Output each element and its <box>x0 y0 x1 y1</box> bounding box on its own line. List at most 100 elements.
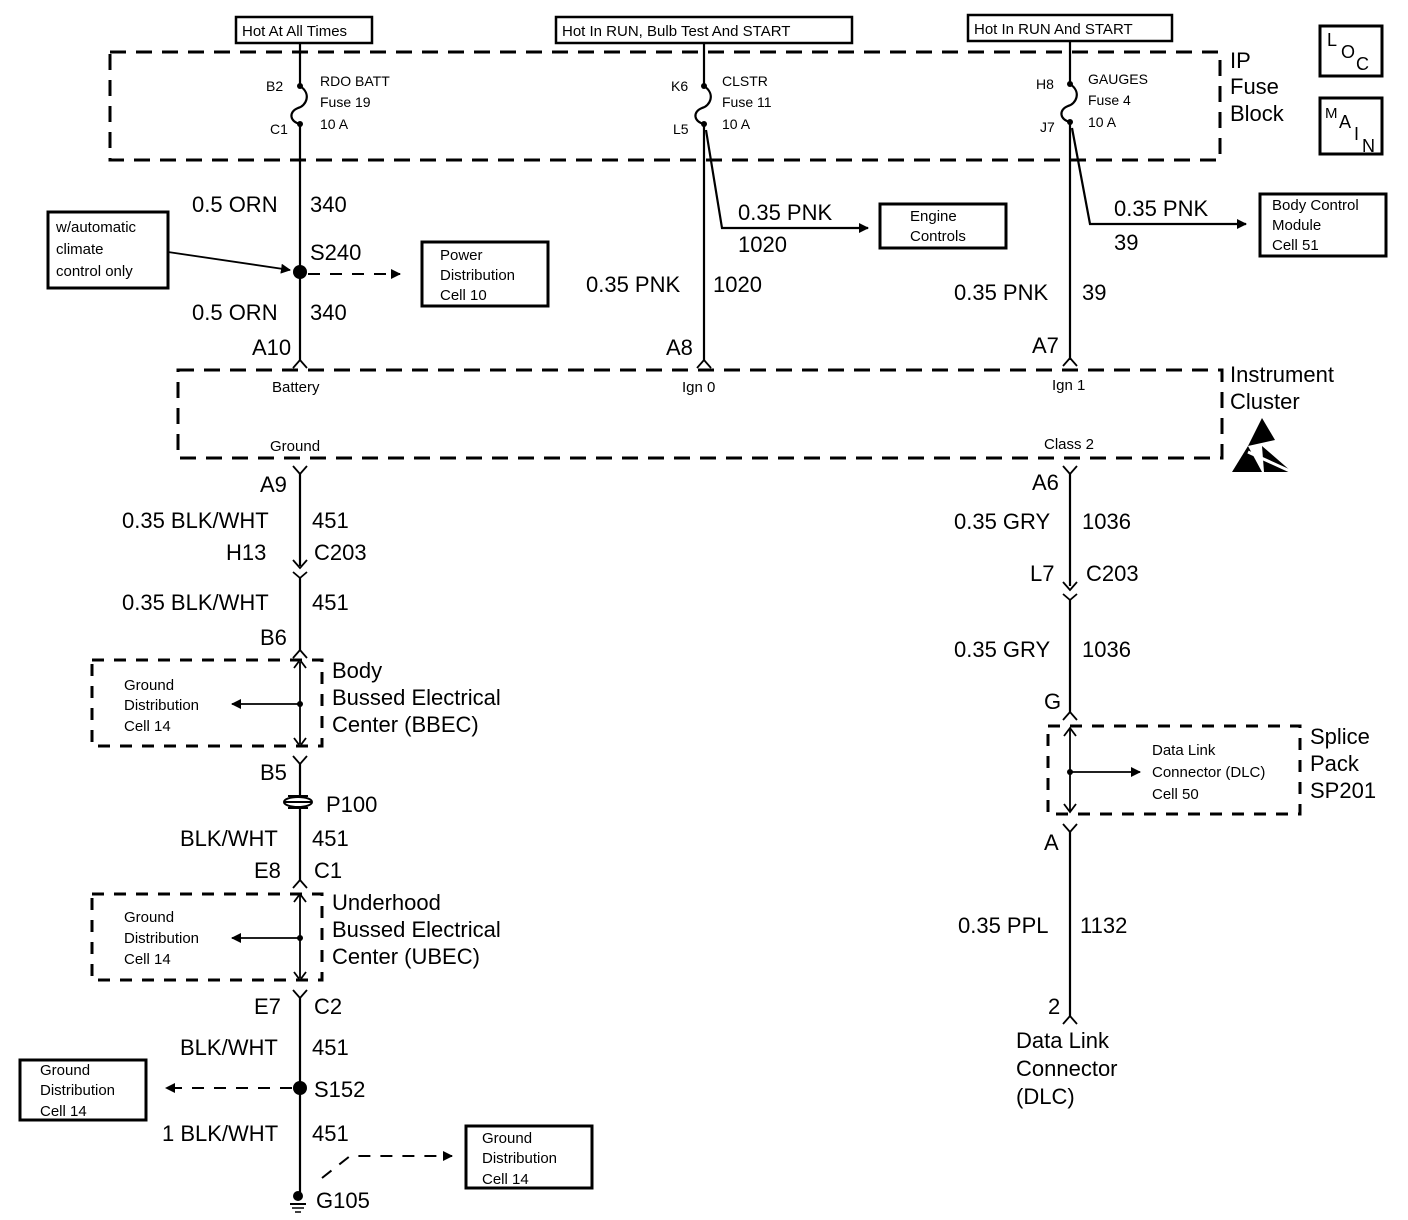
ubec-title: Underhood <box>332 890 441 915</box>
bbec-title: Center (BBEC) <box>332 712 479 737</box>
fuse-out-pin: L5 <box>673 121 689 137</box>
hot-run-bulb-start-label: Hot In RUN, Bulb Test And START <box>562 23 790 40</box>
dlc-title: Data Link <box>1016 1028 1110 1053</box>
circuit-number: 451 <box>312 590 349 615</box>
loc-button[interactable]: L O C <box>1318 24 1384 78</box>
bbec-title: Body <box>332 658 382 683</box>
connector-label: C2 <box>314 994 342 1019</box>
fuse-rdo-batt[interactable]: B2 C1 RDO BATT Fuse 19 10 A <box>266 43 390 137</box>
link-text: Module <box>1272 217 1321 234</box>
ref-text: Ground <box>124 677 174 694</box>
loc-letter: C <box>1356 54 1369 74</box>
wire-color: 0.35 BLK/WHT <box>122 590 269 615</box>
link-text: Power <box>440 247 483 264</box>
circuit-number: 451 <box>312 508 349 533</box>
main-button[interactable]: M A I N <box>1318 96 1384 156</box>
fuse-name: RDO BATT <box>320 73 390 89</box>
splice-pack-sp201: Data Link Connector (DLC) Cell 50 Splice… <box>1046 724 1376 816</box>
link-text: Cell 14 <box>40 1103 87 1120</box>
wire-color: 0.35 BLK/WHT <box>122 508 269 533</box>
ubec-title: Center (UBEC) <box>332 944 480 969</box>
pin-label: A8 <box>666 335 693 360</box>
fuse-out-pin: J7 <box>1040 119 1055 135</box>
circuit-number: 1132 <box>1080 913 1127 938</box>
data-path-lower: A 0.35 PPL 1132 2 Data Link Connector (D… <box>958 823 1127 1109</box>
pin-label: B6 <box>260 625 287 650</box>
wire-color: 0.35 GRY <box>954 637 1051 662</box>
link-text: Cell 51 <box>1272 237 1319 254</box>
pass-through-grommet-icon <box>283 795 313 809</box>
fuse-in-pin: K6 <box>671 78 688 94</box>
splice-dot <box>293 1081 307 1095</box>
ref-text: Distribution <box>124 697 199 714</box>
fuse-in-pin: B2 <box>266 78 283 94</box>
link-text: Body Control <box>1272 197 1359 214</box>
fuse-name: CLSTR <box>722 73 768 89</box>
wire-color: 0.35 PNK <box>954 280 1048 305</box>
dlc-title: Connector <box>1016 1056 1118 1081</box>
circuit-number: 1036 <box>1082 509 1131 534</box>
ref-text: Cell 14 <box>124 718 171 735</box>
fuse-rating: 10 A <box>722 116 751 132</box>
ip-fuse-block-title: Block <box>1230 101 1285 126</box>
fuse-clstr[interactable]: K6 L5 CLSTR Fuse 11 10 A <box>671 43 772 137</box>
wire-color: BLK/WHT <box>180 1035 278 1060</box>
engine-controls-link[interactable]: Engine Controls <box>878 202 1008 250</box>
battery-circuit: 0.5 ORN 340 S240 0.5 ORN 340 A10 <box>192 124 401 369</box>
header-hot-run-start: Hot In RUN And START <box>966 13 1174 43</box>
splice-pack-title: Pack <box>1310 751 1360 776</box>
wire-color: BLK/WHT <box>180 826 278 851</box>
ground-distribution-link-g105[interactable]: Ground Distribution Cell 14 <box>464 1124 594 1190</box>
wire-color: 1 BLK/WHT <box>162 1121 278 1146</box>
ref-text: Connector (DLC) <box>1152 764 1265 781</box>
ground-path: A9 0.35 BLK/WHT 451 H13 C203 0.35 BLK/WH… <box>122 465 367 659</box>
ground-icon <box>290 1191 306 1213</box>
pin-label: A9 <box>260 472 287 497</box>
fuse-name: GAUGES <box>1088 71 1148 87</box>
wire-color: 0.5 ORN <box>192 300 278 325</box>
wire-color: 0.35 PNK <box>1114 196 1208 221</box>
main-letter: I <box>1354 124 1359 144</box>
connector-label: C203 <box>1086 561 1139 586</box>
ref-text: Data Link <box>1152 742 1216 759</box>
power-distribution-link[interactable]: Power Distribution Cell 10 <box>420 240 550 308</box>
ref-text: Distribution <box>124 930 199 947</box>
header-hot-at-all-times: Hot At All Times <box>234 15 374 45</box>
note-text: w/automatic <box>55 219 137 236</box>
data-path: A6 0.35 GRY 1036 L7 C203 0.35 GRY 1036 G <box>954 465 1139 721</box>
pin-label: A10 <box>252 335 291 360</box>
link-text: Ground <box>482 1130 532 1147</box>
fuse-number: Fuse 4 <box>1088 92 1131 108</box>
wire-color: 0.35 GRY <box>954 509 1051 534</box>
link-text: Cell 10 <box>440 287 487 304</box>
connector-label: C1 <box>314 858 342 883</box>
link-text: Controls <box>910 228 966 245</box>
body-control-module-link[interactable]: Body Control Module Cell 51 <box>1258 192 1388 258</box>
wire-color: 0.35 PNK <box>738 200 832 225</box>
circuit-number: 451 <box>312 826 349 851</box>
fuse-in-pin: H8 <box>1036 76 1054 92</box>
fuse-gauges[interactable]: H8 J7 GAUGES Fuse 4 10 A <box>1036 41 1148 135</box>
circuit-number: 39 <box>1082 280 1106 305</box>
ip-fuse-block-title: IP <box>1230 48 1251 73</box>
ref-text: Ground <box>124 909 174 926</box>
pin-label: A7 <box>1032 333 1059 358</box>
terminal-ign1: Ign 1 <box>1052 377 1085 394</box>
ground-path-lower: E7 C2 BLK/WHT 451 S152 1 BLK/WHT 451 G10… <box>162 989 453 1213</box>
splice-dot <box>293 265 307 279</box>
main-letter: N <box>1362 136 1375 156</box>
hot-run-start-label: Hot In RUN And START <box>974 21 1133 38</box>
ip-fuse-block-title: Fuse <box>1230 74 1279 99</box>
link-text: Cell 14 <box>482 1171 529 1188</box>
circuit-number: 1036 <box>1082 637 1131 662</box>
wire-color: 0.5 ORN <box>192 192 278 217</box>
circuit-number: 1020 <box>713 272 762 297</box>
climate-control-note: w/automatic climate control only <box>46 210 291 290</box>
terminal-battery: Battery <box>272 379 320 396</box>
loc-letter: O <box>1341 42 1355 62</box>
circuit-number: 1020 <box>738 232 787 257</box>
ground-distribution-link-s152[interactable]: Ground Distribution Cell 14 <box>18 1058 148 1122</box>
circuit-number: 340 <box>310 300 347 325</box>
splice-label: S240 <box>310 240 361 265</box>
ign1-circuit: 0.35 PNK 39 0.35 PNK 39 A7 <box>954 122 1247 367</box>
